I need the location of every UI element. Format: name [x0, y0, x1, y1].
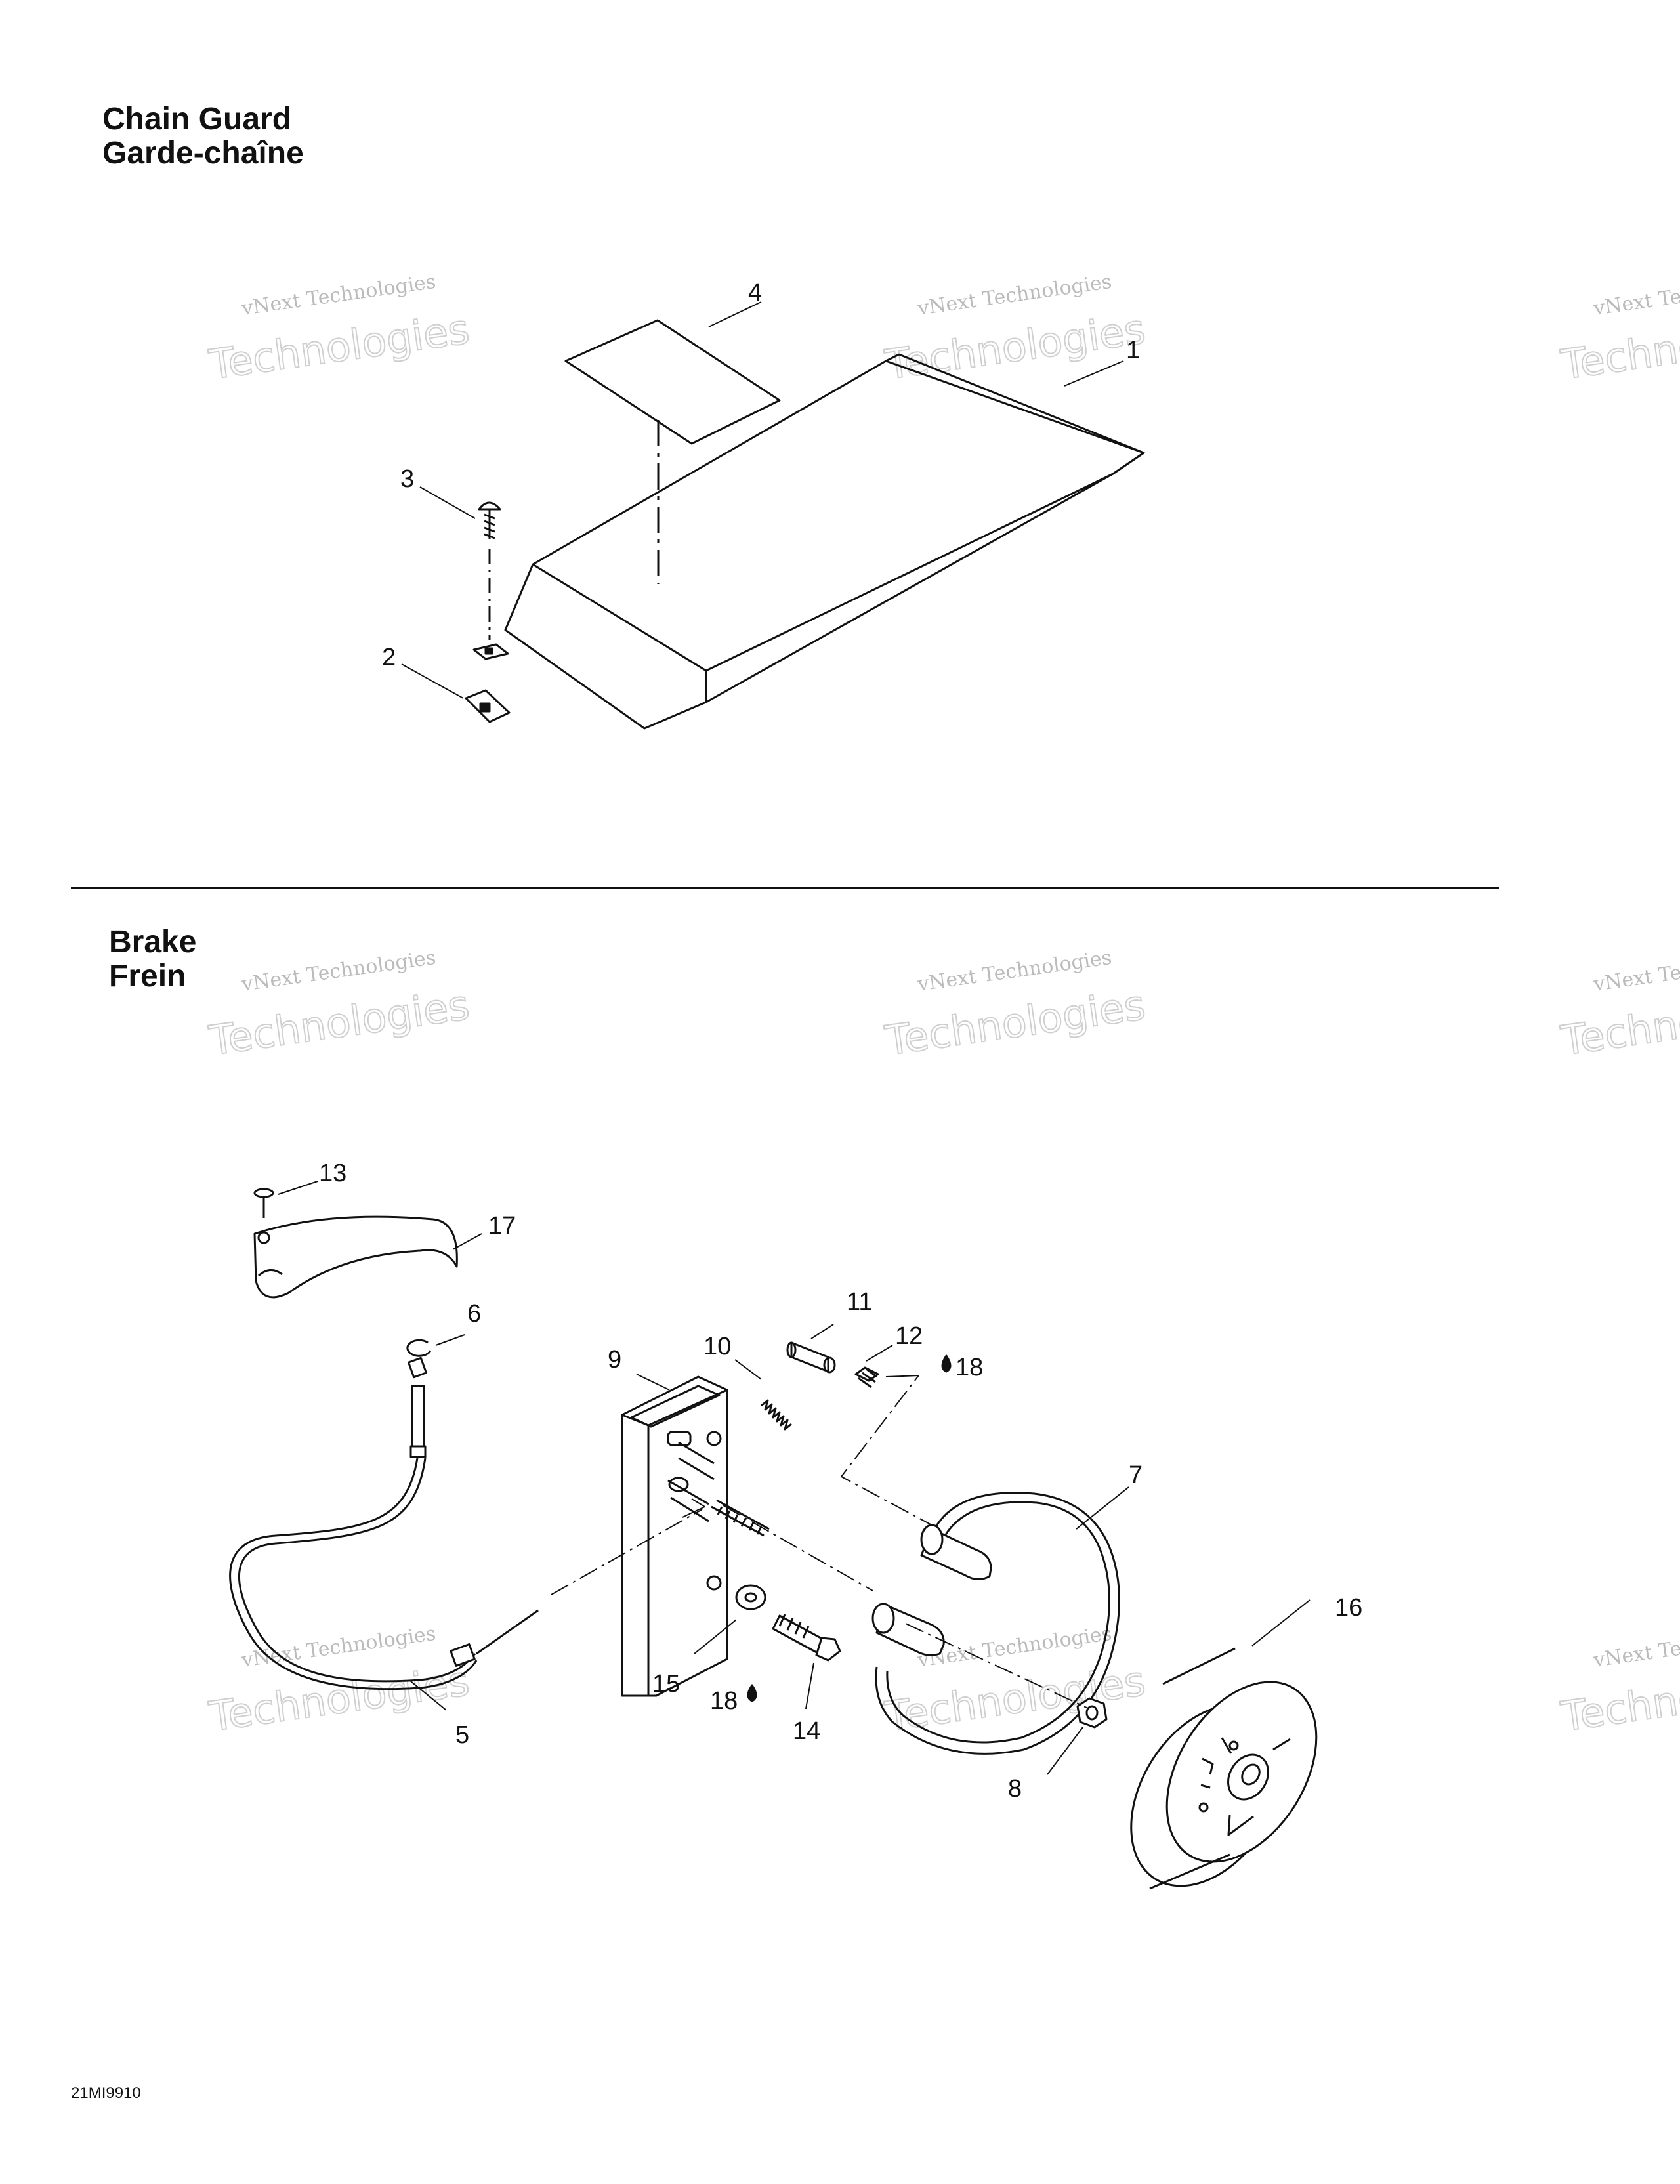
callout-4: 4: [748, 279, 762, 306]
e-clip-part: [408, 1340, 430, 1356]
callout-14: 14: [793, 1717, 820, 1745]
leader-lines: [402, 302, 1124, 698]
bolt-part: [773, 1614, 840, 1660]
brake-lever-part: [255, 1217, 457, 1297]
watermark: vNext Technologies Technologies: [881, 270, 1149, 390]
chain-guard-part: [505, 354, 1144, 728]
figure-code: 21MI9910: [71, 2084, 141, 2102]
watermark-text-large: Technologies: [1558, 1657, 1680, 1741]
clip-nut-part: [466, 644, 509, 722]
callout-3: 3: [400, 465, 414, 493]
watermark: vNext Technologies Technologies: [1557, 270, 1680, 390]
callout-12: 12: [895, 1322, 923, 1350]
watermark-text: vNext Technologies: [1591, 946, 1680, 996]
title-english: Chain Guard: [102, 102, 292, 136]
lubricant-icon: [748, 1685, 756, 1701]
title-french: Garde-chaîne: [102, 136, 304, 171]
leader-lines: [278, 1181, 1310, 1774]
callout-2: 2: [382, 644, 396, 671]
callout-7: 7: [1129, 1461, 1143, 1489]
watermark-text-large: Technologies: [1558, 305, 1680, 389]
arrow: [682, 1499, 705, 1517]
callout-5: 5: [455, 1721, 469, 1749]
callout-16: 16: [1335, 1594, 1362, 1622]
spring-part: [761, 1400, 791, 1429]
lubricant-icon: [942, 1356, 950, 1372]
pin-part: [788, 1343, 835, 1372]
callout-6: 6: [467, 1300, 481, 1328]
callout-17: 17: [488, 1212, 516, 1240]
callout-10: 10: [704, 1333, 731, 1360]
section-divider: [71, 887, 1499, 889]
title-english: Brake: [109, 925, 197, 959]
watermark: vNext Technologies Technologies: [1557, 946, 1680, 1066]
watermark: vNext Technologies Technologies: [881, 946, 1149, 1066]
watermark-text-large: Technologies: [1558, 981, 1680, 1065]
callout-1: 1: [1126, 337, 1140, 364]
callout-9: 9: [608, 1346, 621, 1374]
section-title-chain-guard: Chain Guard Garde-chaîne: [102, 102, 304, 171]
watermark-text: vNext Technologies: [1591, 1622, 1680, 1672]
screw-part: [479, 503, 500, 539]
brake-bracket-part: [622, 1377, 727, 1696]
brake-drum-part: [1100, 1648, 1347, 1914]
watermark-text: vNext Technologies: [1591, 270, 1680, 320]
watermark: vNext Technologies Technologies: [205, 1622, 473, 1742]
screw-part: [255, 1189, 273, 1218]
washer-part: [736, 1586, 765, 1609]
decal-part: [566, 320, 780, 444]
watermark: vNext Technologies Technologies: [205, 946, 473, 1066]
callout-15: 15: [652, 1670, 680, 1698]
callout-18: 18: [710, 1687, 738, 1715]
title-french: Frein: [109, 959, 186, 994]
stud-part: [668, 1442, 714, 1521]
callout-18: 18: [956, 1354, 983, 1381]
watermark: vNext Technologies Technologies: [205, 270, 473, 390]
lock-nut-part: [1078, 1698, 1106, 1727]
brake-cable-part: [230, 1358, 538, 1689]
watermark: vNext Technologies Technologies: [1557, 1622, 1680, 1742]
threaded-stud-part: [711, 1500, 769, 1536]
callout-13: 13: [319, 1160, 346, 1187]
section-title-brake: Brake Frein: [109, 925, 196, 994]
adjuster-nut-part: [856, 1368, 878, 1387]
callout-11: 11: [847, 1288, 872, 1316]
callout-8: 8: [1008, 1775, 1022, 1803]
